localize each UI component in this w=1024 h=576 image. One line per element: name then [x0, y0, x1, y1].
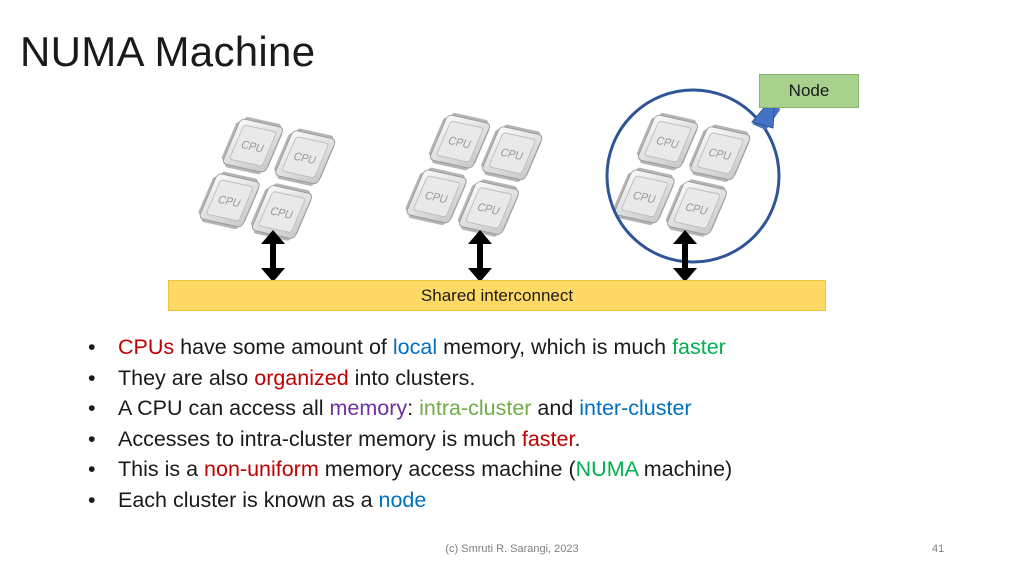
bullet-text-run: . — [574, 426, 581, 451]
cpu-cluster-2: CPU CPU CPU CPU — [401, 110, 546, 239]
bullet-text-run: A CPU can access all — [118, 396, 330, 421]
cpu-chip-label: CPU — [268, 205, 295, 221]
cpu-cluster-3: CPU CPU CPU CPU — [609, 110, 754, 239]
cpu-chip-label: CPU — [683, 201, 710, 217]
bullet-text-run: inter-cluster — [579, 396, 692, 421]
bullet-text-run: They are also — [118, 365, 255, 390]
bidirectional-arrow-icon-2 — [468, 230, 492, 282]
bullet-text-run: node — [378, 487, 427, 512]
bullet-text-run: memory — [329, 396, 408, 421]
node-circle — [605, 88, 781, 264]
bullet-item: Each cluster is known as a node — [88, 485, 732, 516]
cpu-cluster-1: CPU CPU CPU CPU — [194, 114, 339, 243]
cpu-chip-label: CPU — [631, 190, 658, 206]
bullet-text-run: local — [392, 335, 438, 359]
bullet-item: Accesses to intra-cluster memory is much… — [88, 424, 732, 455]
bidirectional-arrow-icon-1 — [261, 230, 285, 282]
page-number: 41 — [932, 543, 945, 555]
bidirectional-arrow-icon-3 — [673, 230, 697, 282]
bullet-text-run: into clusters. — [348, 365, 476, 390]
bullet-text-run: This is a — [118, 457, 205, 482]
bullet-list: CPUs have some amount of local memory, w… — [88, 332, 732, 516]
cpu-chip-label: CPU — [216, 194, 243, 210]
bullet-text-run: intra-cluster — [419, 396, 532, 421]
bullet-text-run: faster — [521, 426, 575, 451]
bullet-text-run: memory access machine ( — [318, 457, 576, 482]
bullet-item: CPUs have some amount of local memory, w… — [88, 332, 732, 363]
bullet-text-run: have some amount of — [174, 335, 393, 359]
shared-interconnect-bar: Shared interconnect — [168, 280, 826, 311]
footer-credit: (c) Smruti R. Sarangi, 2023 — [445, 543, 579, 555]
cpu-chip-label: CPU — [291, 151, 318, 167]
bullet-text-run: machine) — [637, 457, 733, 482]
slide-title: NUMA Machine — [20, 28, 316, 75]
interconnect-label: Shared interconnect — [420, 285, 574, 305]
node-label-box: Node — [759, 74, 859, 108]
bullet-text-run: : — [407, 396, 420, 421]
cpu-chip-label: CPU — [654, 135, 681, 151]
cpu-chip-label: CPU — [475, 201, 502, 217]
bullet-text-run: and — [531, 396, 580, 421]
bullet-text-run: NUMA — [575, 457, 638, 482]
bullet-text-run: faster — [672, 335, 726, 359]
bullet-text-run: non-uniform — [204, 457, 319, 482]
bullet-text-run: organized — [254, 365, 349, 390]
cpu-chip-label: CPU — [446, 135, 473, 151]
cpu-chip-label: CPU — [423, 190, 450, 206]
bullet-item: They are also organized into clusters. — [88, 363, 732, 394]
bullet-text-run: Accesses to intra-cluster memory is much — [118, 426, 522, 451]
cpu-chip-label: CPU — [239, 139, 266, 155]
bullet-text-run: memory, which is much — [437, 335, 673, 359]
cpu-chip-label: CPU — [498, 147, 525, 163]
node-label: Node — [788, 81, 830, 100]
bullet-item: This is a non-uniform memory access mach… — [88, 454, 732, 485]
bullet-text-run: CPUs — [118, 335, 175, 359]
bullet-item: A CPU can access all memory: intra-clust… — [88, 393, 732, 424]
bullet-text-run: Each cluster is known as a — [118, 487, 379, 512]
cpu-chip-label: CPU — [706, 147, 733, 163]
